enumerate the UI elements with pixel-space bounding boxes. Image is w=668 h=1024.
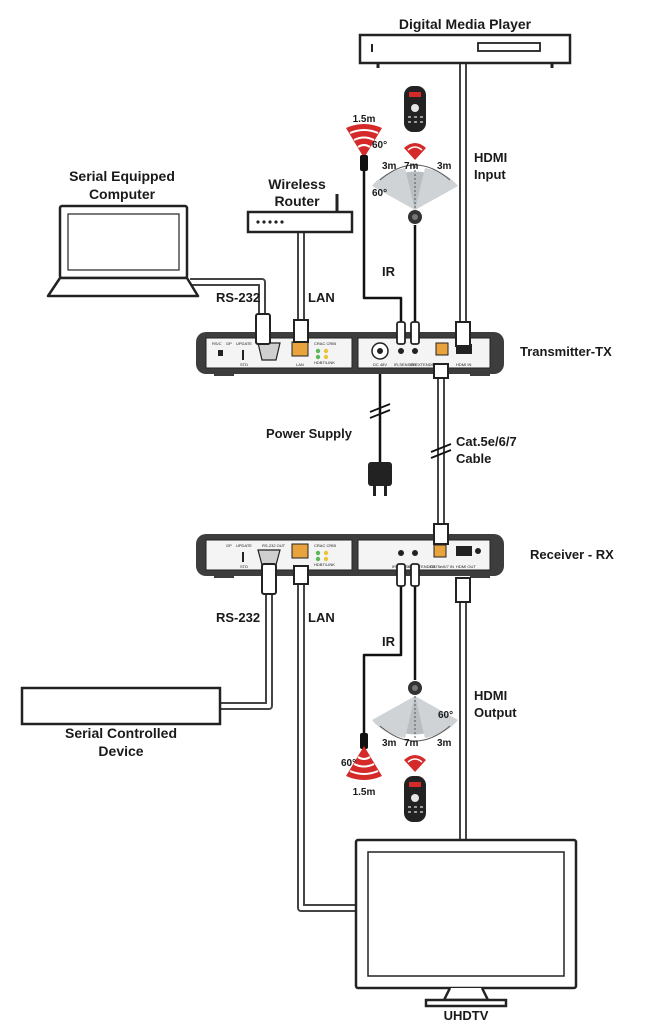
svg-text:STD: STD (240, 362, 248, 367)
remote-top-left-range: 3m (382, 161, 397, 172)
transmitter-label: Transmitter-TX (520, 344, 612, 359)
ir-sensor-top-distance: 1.5m (353, 114, 376, 125)
hdmi-input-label-2: Input (474, 167, 506, 182)
cat-cable-label-2: Cable (456, 451, 491, 466)
hdmi-output-label-2: Output (474, 705, 517, 720)
svg-text:IR-EXTENDER: IR-EXTENDER (408, 564, 435, 569)
remote-bottom-right-range: 3m (437, 738, 452, 749)
svg-text:RS-232 OUT: RS-232 OUT (262, 543, 286, 548)
svg-text:HDBT/LINK: HDBT/LINK (314, 360, 335, 365)
rx-lan-port (291, 543, 309, 559)
serial-computer (46, 204, 200, 298)
svg-text:RS/C: RS/C (212, 341, 222, 346)
ir-sensor-bottom-angle: 60° (341, 758, 356, 769)
svg-text:HDMI IN: HDMI IN (456, 362, 471, 367)
svg-text:GP: GP (226, 341, 232, 346)
ir-sensor-bottom-distance: 1.5m (353, 787, 376, 798)
rs232-top-label: RS-232 (216, 290, 260, 305)
lan-top-label: LAN (308, 290, 335, 305)
power-supply-label: Power Supply (266, 426, 353, 441)
rx-connectors (261, 523, 471, 603)
svg-text:LAN: LAN (296, 362, 304, 367)
receiver-unit: GP UPDATE STD RS-232 OUT LAN CRAC CRIB H… (196, 534, 504, 578)
remote-bottom-left-range: 3m (382, 738, 397, 749)
rx-rs232-port (257, 549, 281, 566)
remote-top-right-range: 3m (437, 161, 452, 172)
svg-text:GP: GP (226, 543, 232, 548)
serial-computer-label-2: Computer (89, 186, 156, 202)
ir-bottom-label: IR (382, 634, 396, 649)
rs232-bottom-label: RS-232 (216, 610, 260, 625)
svg-text:STD: STD (240, 564, 248, 569)
remote-top-center-range: 7m (404, 161, 419, 172)
svg-text:IR-EXTENDER: IR-EXTENDER (410, 362, 437, 367)
uhdtv-label: UHDTV (444, 1008, 489, 1023)
svg-text:DC 48V: DC 48V (373, 362, 387, 367)
hdmi-output-label: HDMI (474, 688, 507, 703)
wireless-router-label-2: Router (274, 193, 320, 209)
tx-rs232-port (257, 342, 281, 361)
cables (190, 62, 467, 912)
svg-text:UPDATE: UPDATE (236, 543, 252, 548)
ir-sensor-top-cable (362, 170, 403, 325)
svg-text:IR-SENSOR: IR-SENSOR (394, 362, 416, 367)
power-plug (368, 462, 392, 496)
ir-sensor-top-angle: 60° (372, 140, 387, 151)
serial-computer-label: Serial Equipped (69, 168, 175, 184)
svg-text:HDBT/LINK: HDBT/LINK (314, 562, 335, 567)
digital-media-player-label: Digital Media Player (399, 16, 532, 32)
serial-device-label: Serial Controlled (65, 725, 177, 741)
remote-top-angle: 60° (372, 188, 387, 199)
transmitter-unit: RS/C GP UPDATE STD LAN CRAC CRIB HDBT/LI… (196, 332, 504, 376)
remote-control-bottom (404, 755, 426, 822)
serial-device (20, 686, 222, 726)
ir-blaster-fan-top (372, 164, 458, 224)
cable-break-marks (369, 403, 452, 459)
cat-cable-label: Cat.5e/6/7 (456, 434, 517, 449)
digital-media-player (358, 33, 572, 68)
svg-text:CRAC CRIB: CRAC CRIB (314, 341, 336, 346)
uhdtv-display (354, 838, 578, 1008)
ir-sensor-bottom (346, 733, 382, 780)
remote-bottom-angle: 60° (438, 710, 453, 721)
tx-lan-port (291, 341, 309, 357)
rs232-bottom-cable (220, 590, 273, 710)
hdmi-input-label: HDMI (474, 150, 507, 165)
serial-device-label-2: Device (98, 743, 143, 759)
receiver-label: Receiver - RX (530, 547, 614, 562)
tx-connectors (255, 313, 471, 379)
wireless-router (246, 194, 354, 234)
remote-control-top (404, 86, 426, 160)
ir-blaster-fan-bottom (372, 681, 458, 742)
wireless-router-label: Wireless (268, 176, 326, 192)
svg-text:UPDATE: UPDATE (236, 341, 252, 346)
svg-text:CAT5e/6/7 IN: CAT5e/6/7 IN (430, 564, 454, 569)
ir-sensor-top (346, 124, 382, 171)
lan-bottom-cable (297, 580, 355, 912)
remote-bottom-center-range: 7m (404, 738, 419, 749)
svg-text:CRAC CRIB: CRAC CRIB (314, 543, 336, 548)
ir-sensor-bottom-cable (362, 585, 403, 735)
svg-text:HDMI OUT: HDMI OUT (456, 564, 476, 569)
ir-top-label: IR (382, 264, 396, 279)
lan-bottom-label: LAN (308, 610, 335, 625)
